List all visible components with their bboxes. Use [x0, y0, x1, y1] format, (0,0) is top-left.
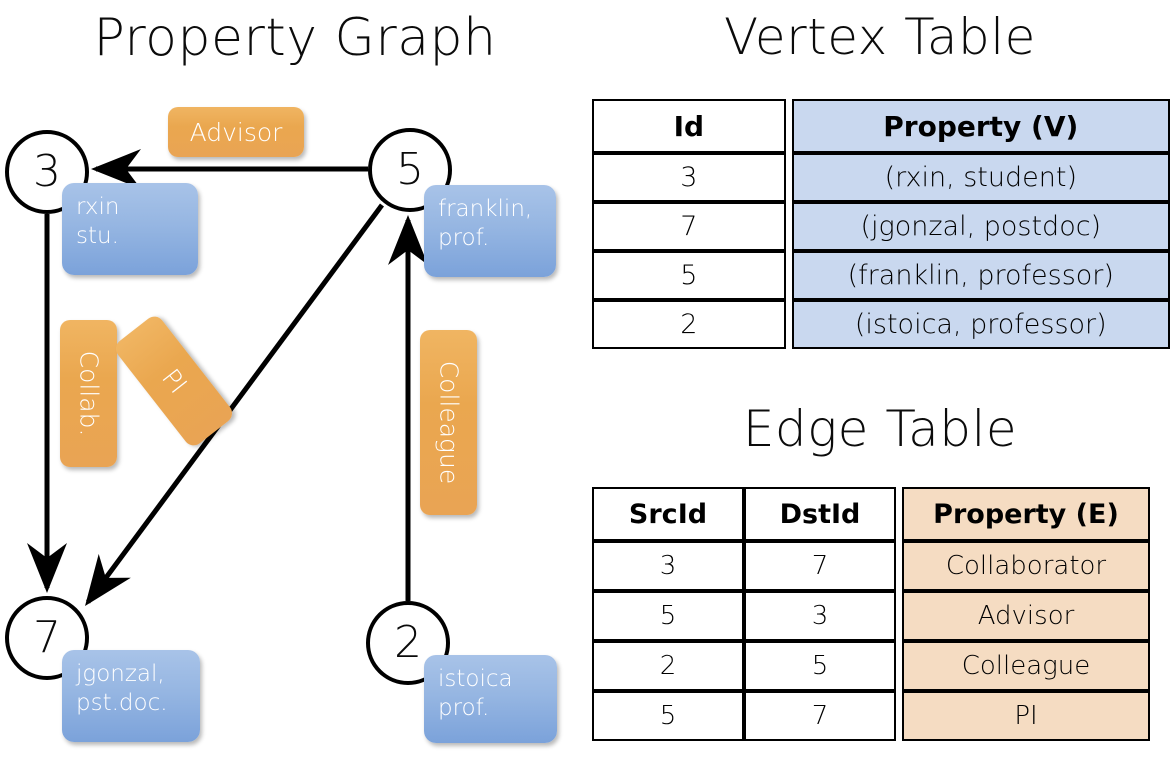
- edge-table-header-property: Property (E): [902, 487, 1150, 541]
- vertex-cell-id: 7: [592, 202, 786, 251]
- table-row[interactable]: 5 7 PI: [592, 691, 1150, 741]
- vertex-cell-id: 2: [592, 300, 786, 349]
- table-row[interactable]: 3 7 Collaborator: [592, 541, 1150, 591]
- edge-cell-dstid: 3: [744, 591, 896, 641]
- vertex-cell-property: (jgonzal, postdoc): [791, 202, 1170, 251]
- edge-cell-property: Collaborator: [902, 541, 1150, 591]
- table-header-row: Id Property (V): [592, 99, 1170, 153]
- edge-5-to-7-pi: [85, 203, 385, 607]
- vertex-property-bubble-5: franklin, prof.: [424, 185, 556, 277]
- vertex-cell-property: (rxin, student): [791, 153, 1170, 202]
- vertex-property-line-2: pst.doc.: [76, 690, 168, 717]
- edge-cell-property: Colleague: [902, 641, 1150, 691]
- graph-node-5[interactable]: 5: [368, 128, 452, 212]
- vertex-property-bubble-2: istoica prof.: [424, 655, 557, 743]
- table-row[interactable]: 2 5 Colleague: [592, 641, 1150, 691]
- edge-table-header-srcid: SrcId: [592, 487, 744, 541]
- vertex-property-line-1: rxin: [76, 194, 120, 220]
- vertex-table-header-id: Id: [592, 99, 786, 153]
- edge-cell-dstid: 7: [744, 541, 896, 591]
- edge-cell-dstid: 5: [744, 641, 896, 691]
- edge-cell-srcid: 5: [592, 591, 744, 641]
- page-title-vertex-table: Vertex Table: [724, 8, 1036, 66]
- edge-cell-srcid: 2: [592, 641, 744, 691]
- vertex-property-line-1: franklin,: [438, 196, 533, 222]
- edge-label-collab: Collab.: [60, 320, 117, 467]
- vertex-property-line-1: istoica: [438, 666, 513, 692]
- vertex-property-line-2: prof.: [438, 225, 490, 252]
- vertex-property-line-2: stu.: [76, 223, 119, 250]
- vertex-table: Id Property (V) 3 (rxin, student) 7 (jgo…: [592, 99, 1170, 349]
- vertex-cell-property: (istoica, professor): [791, 300, 1170, 349]
- edge-label-pi-text: PI: [155, 363, 193, 399]
- graph-edge-lines: [27, 149, 428, 607]
- edge-label-colleague-text: Colleague: [434, 360, 464, 485]
- vertex-cell-id: 3: [592, 153, 786, 202]
- edge-cell-dstid: 7: [744, 691, 896, 741]
- edge-table: SrcId DstId Property (E) 3 7 Collaborato…: [592, 487, 1150, 741]
- property-graph-diagram: 3 5 7 2 rxin stu. franklin, prof. jgonza…: [5, 107, 557, 743]
- graph-node-3-label: 3: [33, 146, 61, 197]
- edge-table-header-dstid: DstId: [744, 487, 896, 541]
- edge-cell-srcid: 5: [592, 691, 744, 741]
- table-row[interactable]: 7 (jgonzal, postdoc): [592, 202, 1170, 251]
- edge-label-advisor: Advisor: [168, 107, 304, 157]
- edge-cell-srcid: 3: [592, 541, 744, 591]
- graph-node-7-label: 7: [33, 612, 61, 663]
- edge-label-advisor-text: Advisor: [189, 117, 283, 147]
- vertex-property-line-2: prof.: [438, 695, 490, 722]
- page-title-edge-table: Edge Table: [742, 400, 1018, 458]
- graph-node-5-label: 5: [396, 144, 424, 195]
- edge-label-colleague: Colleague: [420, 330, 477, 515]
- vertex-property-bubble-7: jgonzal, pst.doc.: [62, 650, 200, 742]
- page-title-property-graph: Property Graph: [93, 8, 497, 68]
- graph-node-2-label: 2: [394, 617, 422, 668]
- table-row[interactable]: 5 (franklin, professor): [592, 251, 1170, 300]
- edge-label-collab-text: Collab.: [74, 350, 103, 437]
- graph-node-2[interactable]: 2: [366, 601, 450, 685]
- table-row[interactable]: 5 3 Advisor: [592, 591, 1150, 641]
- table-header-row: SrcId DstId Property (E): [592, 487, 1150, 541]
- vertex-cell-property: (franklin, professor): [791, 251, 1170, 300]
- vertex-table-header-property: Property (V): [791, 99, 1170, 153]
- vertex-cell-id: 5: [592, 251, 786, 300]
- vertex-property-line-1: jgonzal,: [76, 661, 165, 687]
- edge-cell-property: PI: [902, 691, 1150, 741]
- table-row[interactable]: 3 (rxin, student): [592, 153, 1170, 202]
- vertex-property-bubble-3: rxin stu.: [62, 183, 198, 275]
- edge-cell-property: Advisor: [902, 591, 1150, 641]
- table-row[interactable]: 2 (istoica, professor): [592, 300, 1170, 349]
